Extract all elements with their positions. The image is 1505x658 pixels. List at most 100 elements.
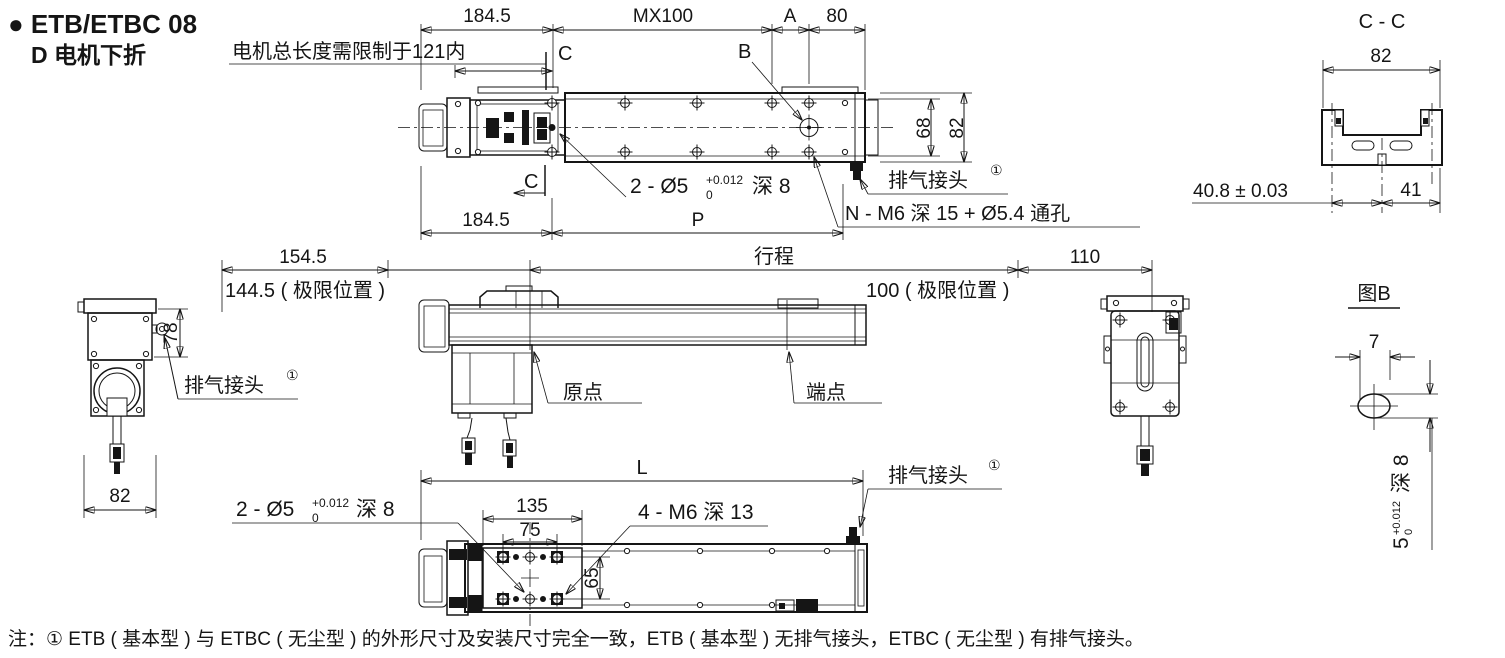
top-plate-left — [477, 86, 559, 94]
dim-82-right: 82 — [947, 117, 968, 138]
pin-hole-icon — [548, 124, 556, 131]
dim-mx100: MX100 — [633, 6, 693, 27]
exhaust-fitting-icon — [850, 163, 863, 180]
svg-text:①: ① — [990, 162, 1003, 178]
mount-hole-icon — [689, 95, 705, 111]
top-plate-right — [781, 86, 859, 94]
svg-text:0: 0 — [706, 188, 713, 202]
dim-135: 135 — [516, 496, 548, 517]
dim-82-left: 82 — [109, 486, 130, 507]
exhaust-callout-top: 排气接头 ① — [860, 162, 1008, 195]
dim-cc-82: 82 — [1370, 46, 1391, 67]
slot-depth-label: 5 +0.012 0 深 8 — [1390, 454, 1415, 549]
section-cc-title: C - C — [1359, 11, 1406, 33]
pin-hole-callout-top: 2 - Ø5 +0.012 0 深 8 — [560, 134, 791, 202]
exhaust-fitting-bottom-icon — [846, 527, 860, 544]
svg-text:+0.012: +0.012 — [706, 173, 743, 187]
thread-hole-callout: 4 - M6 深 13 — [566, 501, 768, 594]
svg-text:端点: 端点 — [806, 381, 846, 404]
rail-body-side — [448, 304, 867, 346]
side-view: 原点 端点 — [418, 260, 882, 468]
rear-body — [1110, 310, 1180, 417]
dim-78: 78 — [161, 322, 182, 343]
svg-text:2 - Ø5: 2 - Ø5 — [236, 498, 294, 521]
svg-text:深 8: 深 8 — [1390, 454, 1413, 493]
mount-hole-icon — [801, 95, 817, 111]
svg-text:深 8: 深 8 — [752, 175, 791, 198]
mount-hole-callout: N - M6 深 15 + Ø5.4 通孔 — [814, 157, 1140, 228]
section-c-top-label: C — [558, 43, 572, 65]
left-end-view: 78 排气接头 ① 82 — [77, 298, 299, 518]
top-view-dimensions-lower: C 2 - Ø5 +0.012 0 深 8 排气接头 ① N - M6 深 15… — [421, 134, 1140, 240]
bottom-body — [464, 543, 868, 613]
svg-text:①: ① — [286, 367, 299, 383]
rear-cable — [1136, 415, 1154, 476]
mount-hole-icon — [544, 144, 560, 160]
model-title: ● ETB/ETBC 08 — [8, 9, 197, 39]
pin-hole-callout-bottom: 2 - Ø5 +0.012 0 深 8 — [232, 496, 524, 592]
flange-screw-icon — [454, 147, 462, 155]
end-block — [864, 99, 879, 156]
svg-text:0: 0 — [312, 511, 319, 525]
end-view-top-plate — [83, 298, 157, 314]
exhaust-port-icon — [155, 322, 169, 336]
svg-text:深 8: 深 8 — [356, 498, 395, 521]
dim-154-5: 154.5 — [279, 247, 327, 268]
top-view — [398, 86, 893, 180]
detail-b-title: 图B — [1357, 283, 1390, 305]
mount-hole-icon — [617, 95, 633, 111]
dim-p: P — [692, 210, 705, 231]
dim-41: 41 — [1400, 180, 1421, 201]
dim-184-5-bottom: 184.5 — [462, 210, 510, 231]
side-view-dimensions: 154.5 行程 110 144.5 ( 极限位置 ) 100 ( 极限位置 ) — [222, 245, 1152, 312]
limit-left-label: 144.5 ( 极限位置 ) — [225, 279, 385, 302]
dim-110: 110 — [1070, 247, 1100, 268]
dim-l: L — [636, 457, 647, 479]
detail-b: 图B 7 5 +0.012 0 深 8 — [1335, 283, 1438, 550]
top-view-dimensions-right: 68 82 — [868, 93, 972, 162]
svg-text:0: 0 — [1403, 529, 1415, 535]
svg-text:N - M6 深 15 + Ø5.4 通孔: N - M6 深 15 + Ø5.4 通孔 — [845, 202, 1070, 225]
footnote: 注：① ETB ( 基本型 ) 与 ETBC ( 无尘型 ) 的外形尺寸及安装尺… — [8, 628, 1144, 650]
mount-hole-icon — [544, 95, 560, 111]
dim-68: 68 — [914, 117, 935, 138]
section-cc: C - C 82 40.8 ± 0.03 41 — [1192, 11, 1443, 213]
section-c-bottom-label: C — [524, 171, 538, 193]
svg-text:①: ① — [988, 457, 1001, 473]
dim-7: 7 — [1369, 332, 1380, 353]
folded-motor — [451, 344, 533, 414]
motor-end-cap-side — [418, 299, 450, 353]
mount-hole-icon — [764, 95, 780, 111]
dim-stroke: 行程 — [754, 245, 794, 268]
rear-end-view — [1100, 295, 1190, 476]
top-view-dimensions-upper: 184.5 MX100 A 80 电机总长度需限制于121内 C B — [229, 6, 865, 120]
mount-hole-icon — [764, 144, 780, 160]
dim-40-8: 40.8 ± 0.03 — [1193, 181, 1288, 202]
svg-text:+0.012: +0.012 — [1391, 501, 1403, 535]
end-view-cable — [109, 415, 125, 474]
ref-b-label: B — [738, 41, 751, 63]
exhaust-callout-bottom: 排气接头 ① — [860, 457, 1002, 527]
dim-a: A — [784, 6, 797, 27]
page-title: ● ETB/ETBC 08 D 电机下折 — [8, 9, 197, 68]
end-view-body — [87, 312, 153, 361]
dim-65: 65 — [582, 567, 603, 588]
rear-slot — [1136, 332, 1154, 392]
svg-text:+0.012: +0.012 — [312, 496, 349, 510]
rear-connector — [1165, 311, 1182, 334]
dim-80: 80 — [826, 6, 847, 27]
svg-text:排气接头: 排气接头 — [184, 374, 264, 397]
limit-right-label: 100 ( 极限位置 ) — [866, 279, 1009, 302]
svg-text:5: 5 — [1390, 537, 1413, 549]
end-stop-block — [777, 298, 819, 309]
mount-hole-icon — [689, 144, 705, 160]
svg-text:排气接头: 排气接头 — [888, 464, 968, 487]
dim-75: 75 — [519, 520, 540, 541]
bottom-view: L 135 75 65 2 - Ø5 +0.012 0 深 8 4 - M6 深… — [232, 457, 1002, 634]
exhaust-callout-left: 排气接头 ① — [165, 338, 299, 400]
flange-screw-icon — [454, 100, 462, 108]
origin-callout: 原点 — [534, 352, 642, 404]
svg-text:排气接头: 排气接头 — [888, 169, 968, 192]
